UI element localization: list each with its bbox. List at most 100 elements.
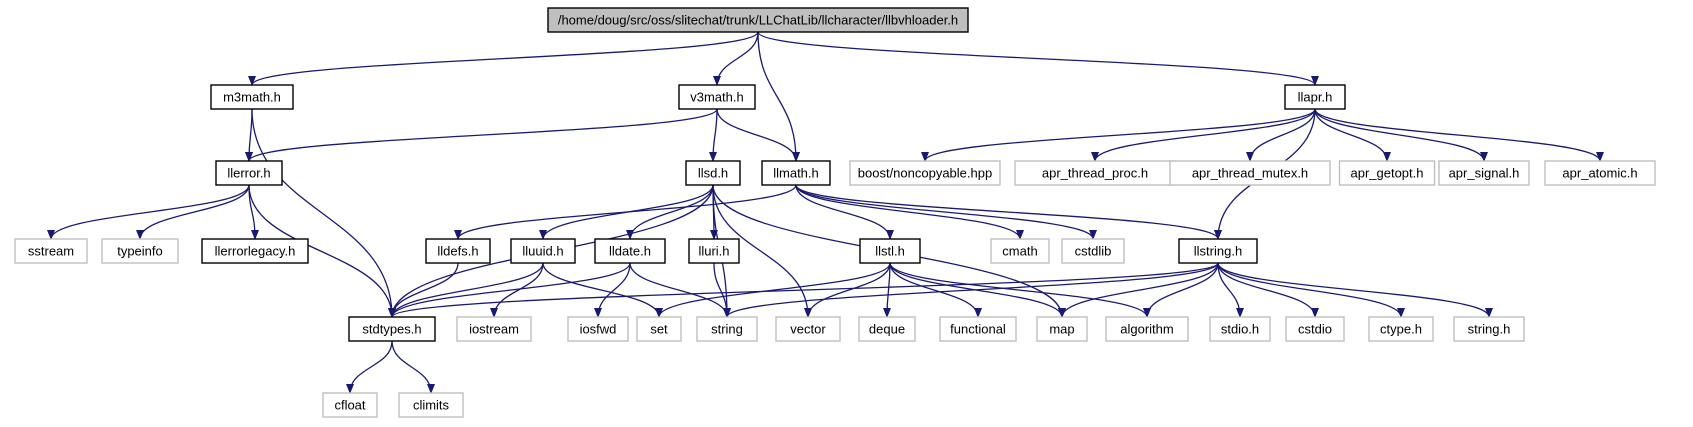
node-label: m3math.h (223, 90, 281, 105)
edge-llstring-to-algorithm (1143, 262, 1219, 318)
node-label: v3math.h (690, 90, 743, 105)
node-box (858, 316, 916, 342)
node-box (1209, 316, 1271, 342)
edge (1217, 262, 1319, 318)
node-llapr[interactable]: llapr.h (1284, 84, 1346, 110)
edge (883, 262, 892, 318)
node-box (1285, 316, 1345, 342)
node-boost: boost/noncopyable.hpp (849, 160, 1001, 186)
edge (388, 262, 1219, 318)
edge-stdtypes-to-climits (391, 340, 435, 394)
edge-llapr-to-agetopt (1314, 108, 1391, 162)
node-box (348, 316, 436, 342)
edge-v3math-to-llmath (716, 108, 800, 162)
node-stdtypes[interactable]: stdtypes.h (348, 316, 436, 342)
edge (391, 340, 435, 394)
node-box (939, 316, 1017, 342)
node-deque: deque (858, 316, 916, 342)
node-lluuid[interactable]: lluuid.h (510, 238, 576, 264)
edge (921, 108, 1316, 162)
node-label: stdio.h (1221, 322, 1259, 337)
edge (245, 108, 718, 162)
node-box (1169, 160, 1331, 186)
node-box (547, 7, 969, 33)
node-label: typeinfo (117, 244, 163, 259)
node-llstl[interactable]: llstl.h (859, 238, 921, 264)
edge (795, 184, 1222, 240)
node-lldefs[interactable]: lldefs.h (425, 238, 491, 264)
edge-root-to-m3math (248, 31, 759, 86)
edge (713, 31, 759, 86)
edge (542, 262, 663, 318)
edge (248, 31, 759, 86)
edge-llstring-to-string (723, 262, 1219, 318)
edge-llmath-to-cmath (795, 184, 1024, 240)
edge-llapr-to-atm (1246, 108, 1316, 162)
edge (248, 184, 396, 318)
edge (795, 184, 1024, 240)
edge (795, 184, 1097, 240)
node-v3math[interactable]: v3math.h (678, 84, 756, 110)
edge (388, 262, 544, 318)
node-label: cstdlib (1075, 244, 1112, 259)
node-vector: vector (775, 316, 841, 342)
node-label: string (711, 322, 743, 337)
node-box (210, 84, 294, 110)
node-m3math[interactable]: m3math.h (210, 84, 294, 110)
edge (723, 262, 1219, 318)
node-label: lluuid.h (522, 244, 563, 259)
edge (1217, 262, 1244, 318)
node-llerrorlegacy[interactable]: llerrorlegacy.h (201, 238, 309, 264)
edge-llstl-to-functional (889, 262, 982, 318)
node-lluri[interactable]: lluri.h (688, 238, 740, 264)
node-iostream: iostream (456, 316, 532, 342)
edge-m3math-to-stdtypes (251, 108, 396, 318)
node-box (1368, 316, 1434, 342)
node-box (398, 392, 464, 418)
edge-llmath-to-llstring (795, 184, 1222, 240)
node-label: stdtypes.h (362, 322, 421, 337)
edge (1314, 108, 1488, 162)
node-label: llerror.h (227, 166, 270, 181)
node-label: sstream (28, 244, 74, 259)
node-llstring[interactable]: llstring.h (1178, 238, 1258, 264)
node-box (859, 238, 921, 264)
node-box (14, 238, 88, 264)
node-llsd[interactable]: llsd.h (685, 160, 741, 186)
node-stringh: string.h (1453, 316, 1525, 342)
edge-llapr-to-atp (1091, 108, 1316, 162)
node-box (1544, 160, 1656, 186)
node-label: ctype.h (1380, 322, 1422, 337)
edge (136, 184, 250, 240)
node-stdio: stdio.h (1209, 316, 1271, 342)
node-llmath[interactable]: llmath.h (761, 160, 831, 186)
node-lldate[interactable]: lldate.h (594, 238, 666, 264)
edge-llapr-to-asignal (1314, 108, 1488, 162)
edge (490, 262, 544, 318)
node-sstream: sstream (14, 238, 88, 264)
node-root[interactable]: /home/doug/src/oss/slitechat/trunk/LLCha… (547, 7, 969, 33)
node-box (849, 160, 1001, 186)
edge (454, 184, 797, 240)
node-box (1014, 160, 1176, 186)
node-label: iosfwd (580, 322, 617, 337)
edge (804, 262, 891, 318)
edge-lldate-to-string (629, 262, 731, 318)
node-functional: functional (939, 316, 1017, 342)
node-label: llsd.h (698, 166, 728, 181)
node-box (1036, 316, 1088, 342)
edge (594, 262, 631, 318)
edge (1091, 108, 1316, 162)
node-box (425, 238, 491, 264)
edge-lluri-to-string (713, 262, 731, 318)
node-box (456, 316, 532, 342)
node-label: lluri.h (698, 244, 729, 259)
node-llerror[interactable]: llerror.h (215, 160, 283, 186)
edge-root-to-llmath (757, 31, 800, 162)
node-box (594, 238, 666, 264)
node-label: deque (869, 322, 905, 337)
edge (1314, 108, 1604, 162)
node-box (685, 160, 741, 186)
node-label: cmath (1002, 244, 1037, 259)
node-box (101, 238, 179, 264)
